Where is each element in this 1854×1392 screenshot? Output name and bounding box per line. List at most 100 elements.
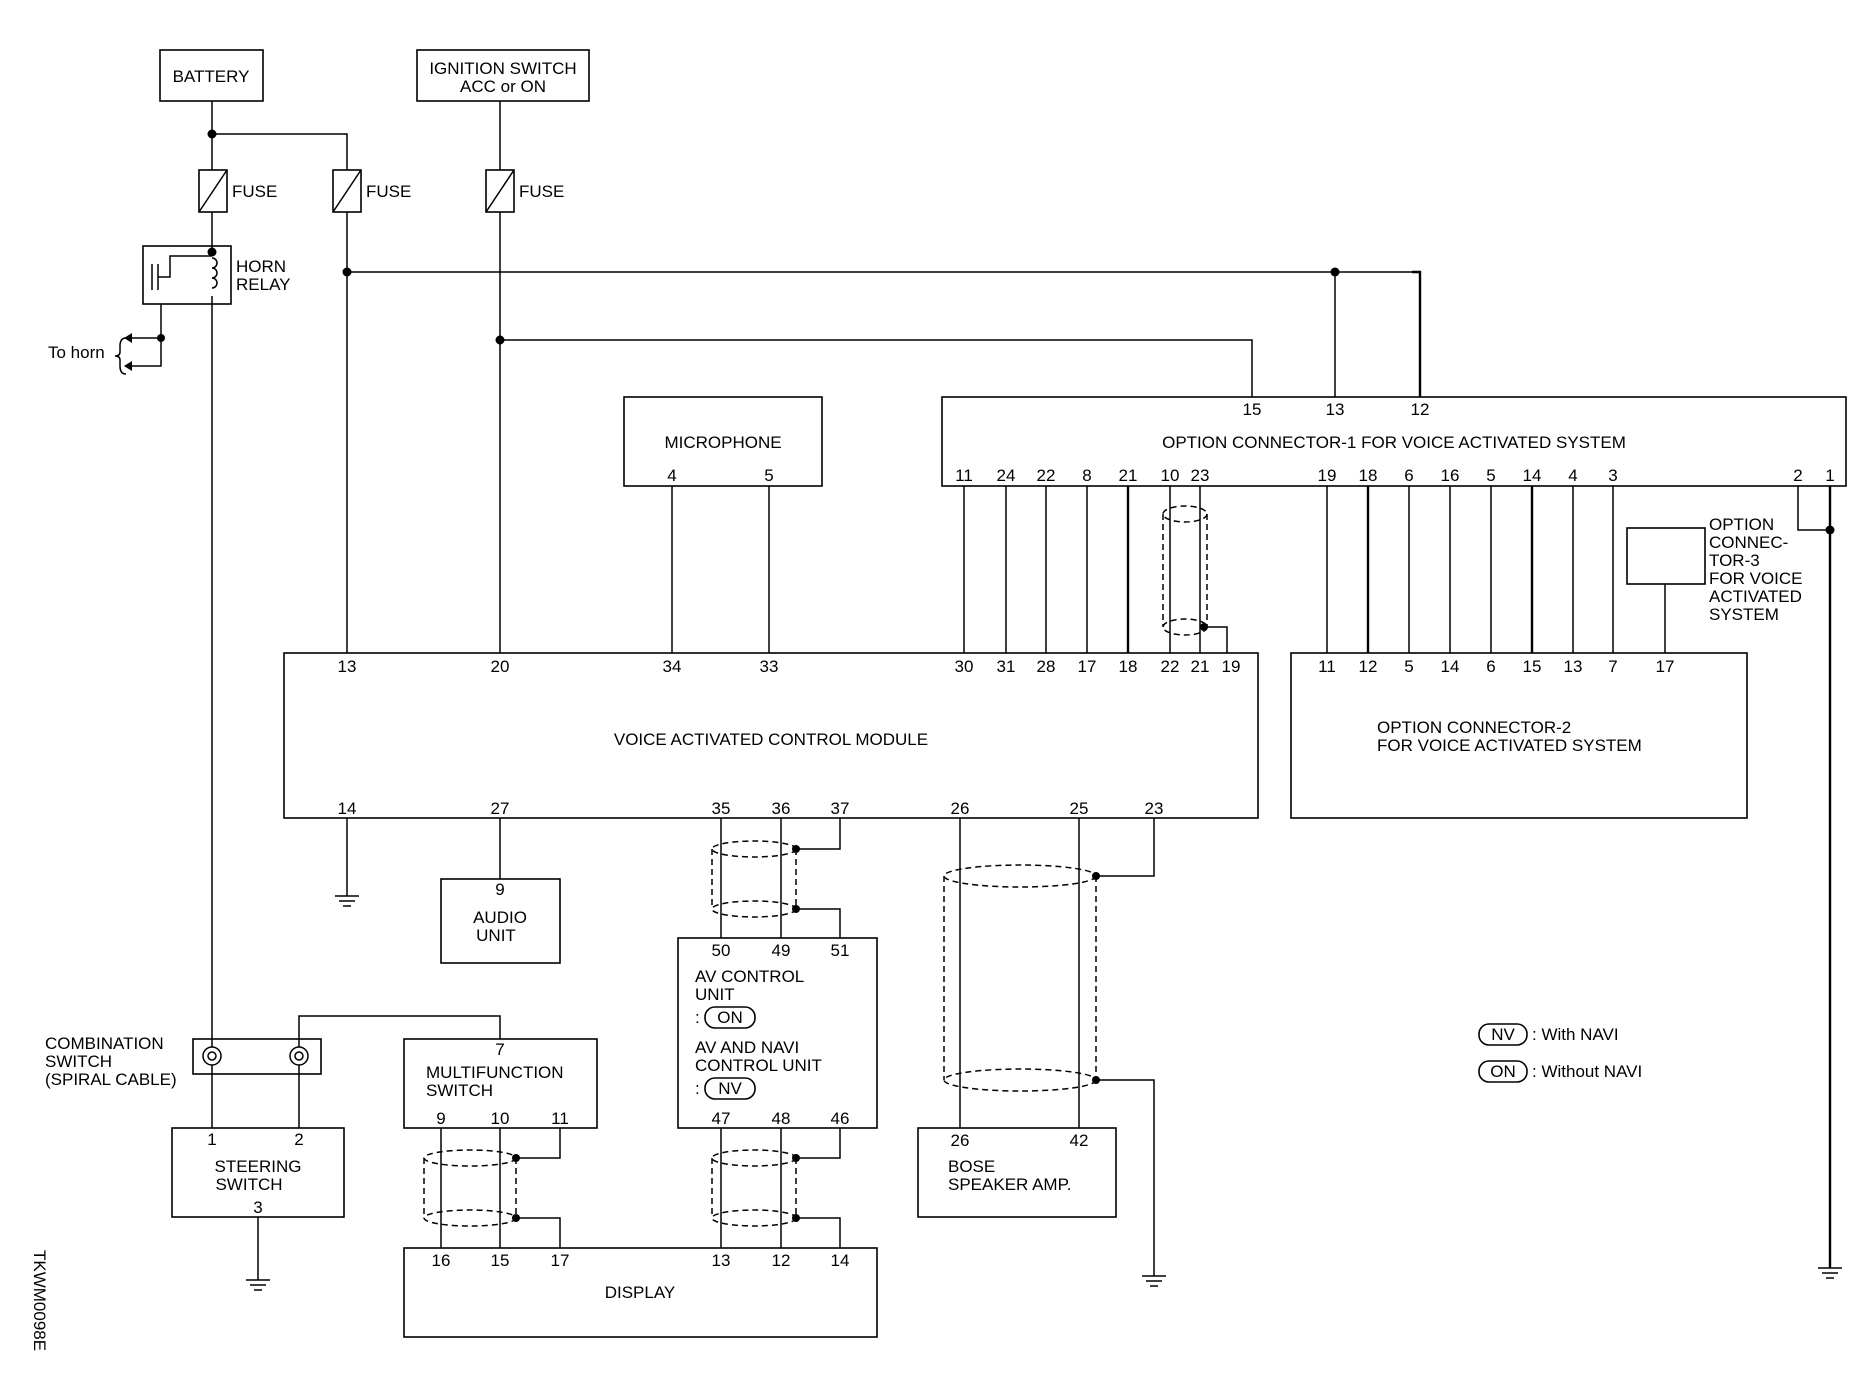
pin-label: 20 [491, 657, 510, 676]
option-connector-2-label-2: FOR VOICE ACTIVATED SYSTEM [1377, 736, 1642, 755]
vacm-top-pins: 13 20 34 33 30 31 28 17 18 22 21 19 [338, 657, 1241, 676]
fuse-label: FUSE [232, 182, 277, 201]
legend: NV : With NAVI ON : Without NAVI [1478, 1023, 1642, 1083]
spiral-cable-icon [202, 1046, 309, 1066]
option-connector-2: OPTION CONNECTOR-2 FOR VOICE ACTIVATED S… [1290, 652, 1748, 819]
audio-unit: 9 AUDIO UNIT [440, 878, 561, 964]
pin-label: 6 [1404, 466, 1413, 485]
pin-label: 5 [764, 466, 773, 485]
pin-label: 4 [1568, 466, 1577, 485]
microphone-label: MICROPHONE [664, 433, 781, 452]
multifunction-label-2: SWITCH [426, 1081, 493, 1100]
pin-label: 14 [1441, 657, 1460, 676]
battery-label: BATTERY [173, 67, 250, 86]
pin-label: 3 [253, 1198, 262, 1217]
av-control-label-2: UNIT [695, 985, 735, 1004]
pin-label: 9 [436, 1109, 445, 1128]
ignition-switch-label: IGNITION SWITCH [429, 59, 576, 78]
pin-label: 13 [1564, 657, 1583, 676]
fuse-battery-vacm: FUSE [332, 169, 411, 213]
steering-switch-label: STEERING [215, 1157, 302, 1176]
option-connector-3-label: ACTIVATED [1709, 587, 1802, 606]
option-connector-1-label: OPTION CONNECTOR-1 FOR VOICE ACTIVATED S… [1162, 433, 1626, 452]
pin-label: 24 [997, 466, 1016, 485]
colon: : [695, 1008, 700, 1027]
pin-label: 21 [1191, 657, 1210, 676]
pin-label: 11 [1318, 657, 1336, 676]
pin-label: 36 [772, 799, 791, 818]
option-connector-3-label: CONNEC- [1709, 533, 1788, 552]
pin-label: 31 [997, 657, 1016, 676]
pin-label: 14 [338, 799, 357, 818]
ignition-switch: IGNITION SWITCH ACC or ON [416, 49, 590, 102]
av-navi-label-2: CONTROL UNIT [695, 1056, 822, 1075]
pin-label: 22 [1037, 466, 1056, 485]
pin-label: 8 [1082, 466, 1091, 485]
option-connector-1: OPTION CONNECTOR-1 FOR VOICE ACTIVATED S… [941, 396, 1847, 487]
battery: BATTERY [159, 49, 264, 102]
pin-label: 33 [760, 657, 779, 676]
voice-activated-control-module: VOICE ACTIVATED CONTROL MODULE 13 20 34 … [283, 652, 1259, 819]
pin-label: 13 [712, 1251, 731, 1270]
option-connector-3-label: FOR VOICE [1709, 569, 1803, 588]
to-horn: To horn [48, 304, 165, 375]
pin-label: 23 [1145, 799, 1164, 818]
pin-label: 2 [294, 1130, 303, 1149]
audio-unit-label-2: UNIT [476, 926, 516, 945]
pin-label: 47 [712, 1109, 731, 1128]
pin-label: 27 [491, 799, 510, 818]
bose-speaker-amp: 26 42 BOSE SPEAKER AMP. [917, 1127, 1117, 1218]
pin-label: 14 [831, 1251, 850, 1270]
av-navi-label: AV AND NAVI [695, 1038, 799, 1057]
pin-label: 51 [831, 941, 850, 960]
pin-label: 2 [1793, 466, 1802, 485]
wires [207, 101, 1842, 1291]
legend-on-text: : Without NAVI [1532, 1062, 1642, 1081]
multifunction-switch: 7 MULTIFUNCTION SWITCH 9 10 11 [403, 1038, 598, 1129]
pin-label: 10 [1161, 466, 1180, 485]
steering-switch: 1 2 STEERING SWITCH 3 [171, 1127, 345, 1218]
display-label: DISPLAY [605, 1283, 676, 1302]
pin-label: 13 [338, 657, 357, 676]
fuse-ignition: FUSE [485, 169, 564, 213]
pin-label: 11 [551, 1109, 569, 1128]
pin-label: 3 [1608, 466, 1617, 485]
pin-label: 18 [1119, 657, 1138, 676]
microphone: MICROPHONE 4 5 [623, 396, 823, 487]
horn-relay-label: HORN [236, 257, 286, 276]
pin-label: 10 [491, 1109, 510, 1128]
option-connector-1-bottom-pins: 11 24 22 8 21 10 23 19 18 6 16 5 14 4 3 … [955, 466, 1835, 485]
audio-unit-label: AUDIO [473, 908, 527, 927]
bose-label-2: SPEAKER AMP. [948, 1175, 1071, 1194]
pin-label: 6 [1486, 657, 1495, 676]
fuse-label: FUSE [519, 182, 564, 201]
pin-label: 5 [1404, 657, 1413, 676]
ground-icon [335, 895, 359, 907]
pin-label: 35 [712, 799, 731, 818]
pin-label: 37 [831, 799, 850, 818]
pin-label: 15 [1243, 400, 1262, 419]
fuse-battery-relay: FUSE [198, 169, 277, 213]
pin-label: 15 [1523, 657, 1542, 676]
pin-label: 16 [432, 1251, 451, 1270]
on-badge: ON [1490, 1062, 1516, 1081]
pin-label: 50 [712, 941, 731, 960]
pin-label: 23 [1191, 466, 1210, 485]
display: 16 15 17 13 12 14 DISPLAY [403, 1247, 878, 1338]
pin-label: 12 [772, 1251, 791, 1270]
pin-label: 1 [1825, 466, 1834, 485]
ground-icon [1818, 1267, 1842, 1279]
multifunction-label: MULTIFUNCTION [426, 1063, 564, 1082]
pin-label: 48 [772, 1109, 791, 1128]
pin-label: 9 [495, 880, 504, 899]
pin-label: 28 [1037, 657, 1056, 676]
horn-relay-label-2: RELAY [236, 275, 291, 294]
pin-label: 46 [831, 1109, 850, 1128]
ignition-switch-mode: ACC or ON [460, 77, 546, 96]
pin-label: 14 [1523, 466, 1542, 485]
nv-badge: NV [718, 1079, 742, 1098]
option-connector-3-label: OPTION [1709, 515, 1774, 534]
option-connector-3: OPTION CONNEC- TOR-3 FOR VOICE ACTIVATED… [1626, 515, 1803, 624]
legend-nv-text: : With NAVI [1532, 1025, 1619, 1044]
ground-icon [1142, 1275, 1166, 1287]
